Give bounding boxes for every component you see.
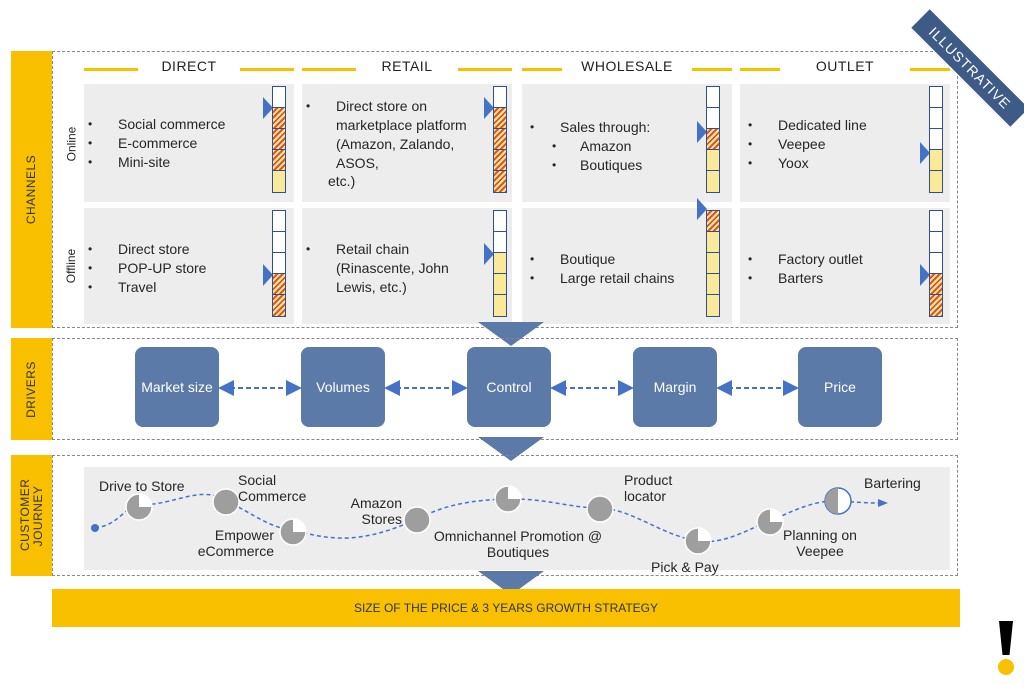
list-item: Factory outlet: [748, 250, 863, 269]
cell-retail-offline: Retail chain (Rinascente, John Lewis, et…: [302, 208, 512, 324]
list-item: Direct store: [88, 240, 206, 259]
journey-node-product-locator: [586, 495, 614, 523]
level-marker: [697, 198, 707, 220]
journey-label-empower-ecommerce: Empower eCommerce: [197, 527, 274, 559]
level-marker: [484, 243, 494, 265]
journey-node-planning-veepee: [756, 508, 784, 536]
list-item: Travel: [88, 278, 206, 297]
level-marker: [263, 264, 273, 286]
journey-node-amazon-stores: [403, 506, 431, 534]
exclamation-dot-icon: [998, 659, 1014, 675]
list-item: Veepee: [748, 135, 867, 154]
cell-direct-online: Social commerce E-commerce Mini-site: [84, 84, 294, 202]
drivers-section-label: DRIVERS: [11, 338, 52, 440]
list-item: Social commerce: [88, 115, 225, 134]
list-item: Sales through:: [530, 118, 650, 137]
level-marker: [484, 97, 494, 119]
journey-label-pick-pay: Pick & Pay: [651, 559, 719, 575]
level-meter: [493, 210, 507, 317]
level-meter: [272, 210, 286, 317]
cell-outlet-online: Dedicated line Veepee Yoox: [740, 84, 950, 202]
cell-outlet-offline: Factory outlet Barters: [740, 208, 950, 324]
list-item: Large retail chains: [530, 269, 674, 288]
journey-panel: [84, 467, 950, 570]
list-item: Barters: [748, 269, 863, 288]
level-meter: [929, 86, 943, 193]
cell-direct-offline: Direct store POP-UP store Travel: [84, 208, 294, 324]
level-meter: [706, 210, 720, 317]
column-header-wholesale: WHOLESALE: [522, 58, 732, 78]
journey-label-drive-to-store: Drive to Store: [99, 478, 185, 494]
list-item: Boutique: [530, 250, 674, 269]
level-marker: [920, 142, 930, 164]
driver-margin: Margin: [633, 347, 717, 427]
journey-node-social-commerce: [212, 488, 240, 516]
level-marker: [263, 97, 273, 119]
list-item: Boutiques: [530, 156, 650, 175]
flow-arrow: [478, 322, 544, 346]
journey-node-pick-pay: [684, 527, 712, 555]
list-item: Dedicated line: [748, 116, 867, 135]
journey-label-omnichannel: Omnichannel Promotion @ Boutiques: [433, 528, 603, 560]
journey-section-label: CUSTOMER JOURNEY: [11, 455, 52, 576]
level-meter: [706, 86, 720, 193]
level-meter: [272, 86, 286, 193]
journey-label-social-commerce: Social Commerce: [238, 472, 307, 504]
list-item: Amazon: [530, 137, 650, 156]
list-item: Mini-site: [88, 153, 225, 172]
list-item: Yoox: [748, 154, 867, 173]
level-meter: [929, 210, 943, 317]
level-marker: [920, 264, 930, 286]
journey-label-bartering: Bartering: [864, 475, 921, 491]
cell-retail-online: Direct store on marketplace platform (Am…: [302, 84, 512, 202]
driver-control: Control: [467, 347, 551, 427]
journey-node-omnichannel: [494, 485, 522, 513]
channels-section-label: CHANNELS: [11, 51, 52, 328]
level-marker: [697, 121, 707, 143]
journey-label-amazon-stores: Amazon Stores: [350, 495, 402, 527]
column-header-retail: RETAIL: [302, 58, 512, 78]
journey-node-empower-ecommerce: [279, 518, 307, 546]
column-header-outlet: OUTLET: [740, 58, 950, 78]
flow-arrow: [478, 437, 544, 461]
column-header-direct: DIRECT: [84, 58, 294, 78]
list-item: Retail chain (Rinascente, John Lewis, et…: [306, 240, 486, 297]
level-meter: [493, 86, 507, 193]
exclamation-icon: [999, 621, 1013, 655]
cell-wholesale-online: Sales through: Amazon Boutiques: [522, 84, 732, 202]
list-item: POP-UP store: [88, 259, 206, 278]
list-item-continuation: etc.): [328, 173, 356, 189]
footer-banner: SIZE OF THE PRICE & 3 YEARS GROWTH STRAT…: [52, 589, 960, 627]
journey-label-product-locator: Product locator: [624, 472, 673, 504]
journey-label-planning-veepee: Planning on Veepee: [783, 527, 857, 559]
cell-wholesale-offline: Boutique Large retail chains: [522, 208, 732, 324]
driver-market-size: Market size: [135, 347, 219, 427]
journey-node-bartering: [824, 487, 852, 515]
journey-node-drive-to-store: [125, 493, 153, 521]
list-item: Direct store on marketplace platform (Am…: [306, 97, 506, 173]
driver-price: Price: [798, 347, 882, 427]
driver-volumes: Volumes: [301, 347, 385, 427]
list-item: E-commerce: [88, 134, 225, 153]
